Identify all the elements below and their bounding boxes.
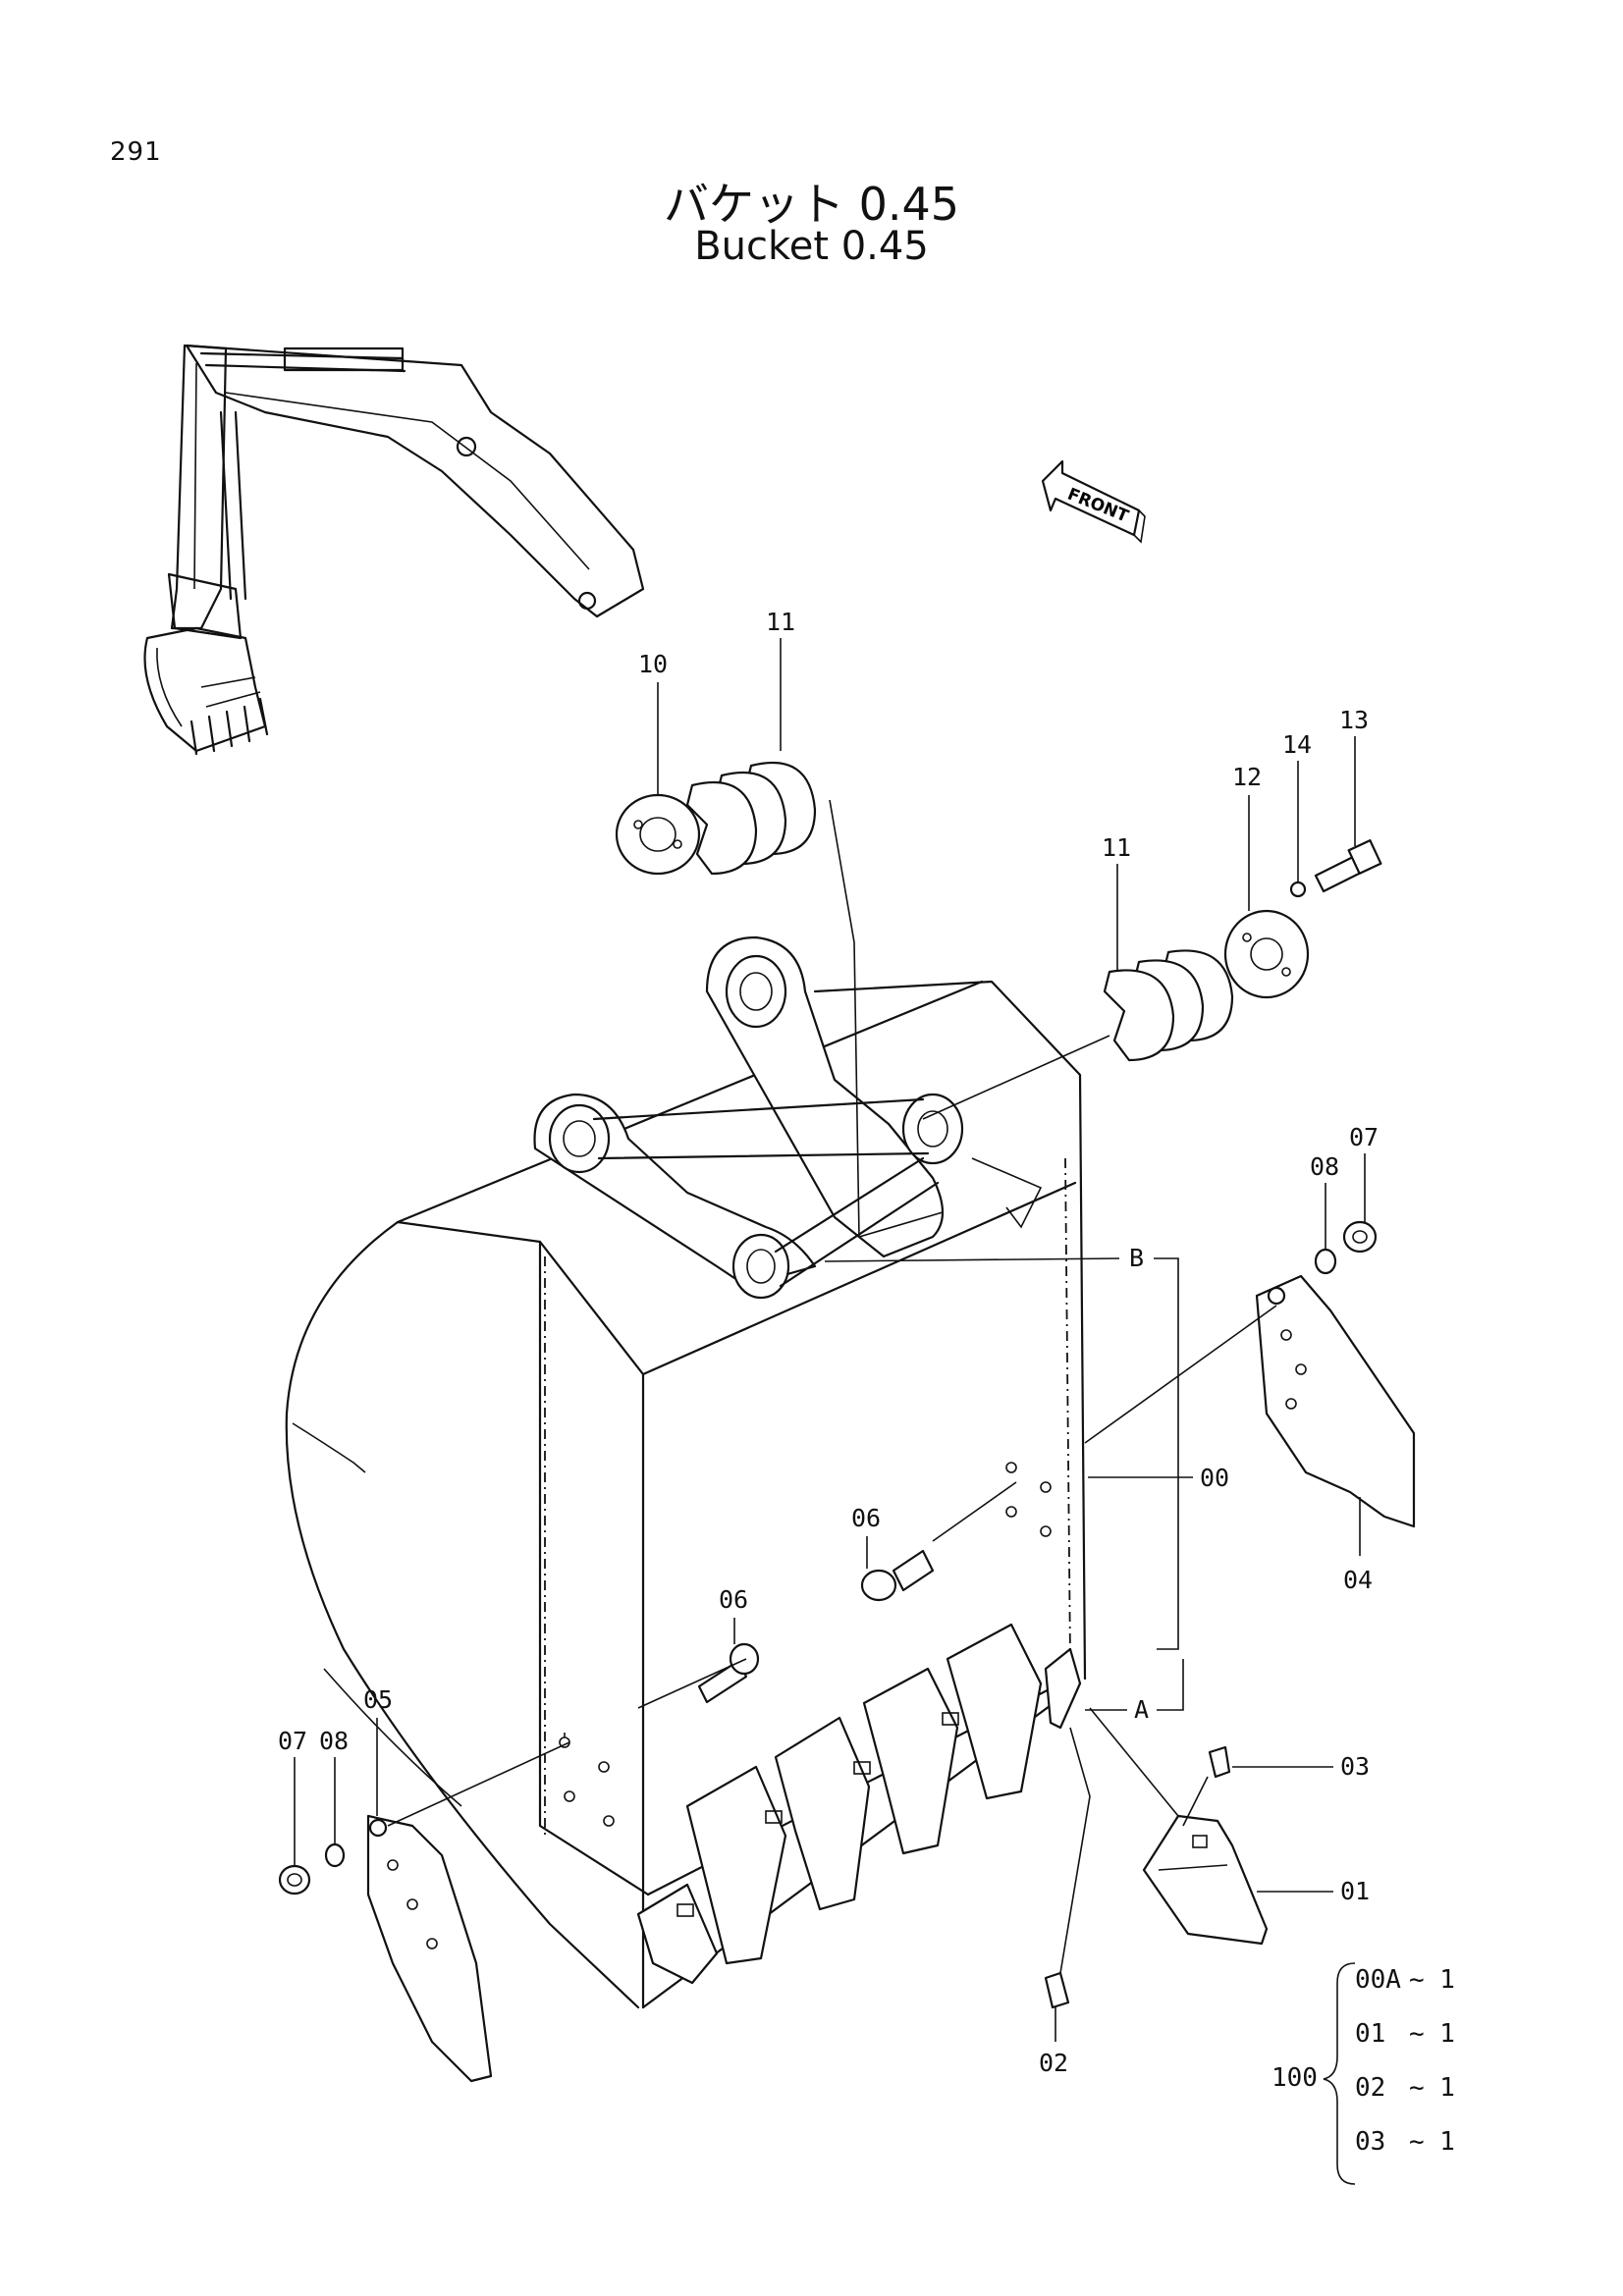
callout-13: 13 <box>1339 706 1369 734</box>
parts-set-item-4-part: 03 <box>1355 2127 1385 2157</box>
callout-03: 03 <box>1340 1752 1370 1781</box>
callout-07-right: 07 <box>1349 1123 1379 1151</box>
assembly-lines <box>387 799 1277 1974</box>
part-07-nut-left <box>278 1864 311 1896</box>
callout-07-left: 07 <box>278 1727 307 1755</box>
parts-set-item-1-part: 00A <box>1355 1965 1401 1995</box>
part-08-washer-right <box>1314 1248 1337 1275</box>
callout-05: 05 <box>363 1685 393 1714</box>
callout-11-lower: 11 <box>1102 833 1131 862</box>
part-05-side-cutter <box>366 1814 493 2083</box>
callout-01: 01 <box>1340 1877 1370 1905</box>
part-07-nut-right <box>1342 1220 1378 1254</box>
excavator-arm-inset <box>143 344 645 756</box>
parts-set-item-3-part: 02 <box>1355 2073 1385 2103</box>
part-10-thrust-washer <box>615 793 701 876</box>
parts-set-item-1-qty: ~ 1 <box>1409 1965 1455 1995</box>
callout-14: 14 <box>1282 730 1312 759</box>
part-06-bolt-left <box>697 1642 760 1704</box>
part-03-tooth-pin <box>1208 1745 1231 1779</box>
callout-08-left: 08 <box>319 1727 349 1755</box>
callout-10: 10 <box>638 650 668 678</box>
callout-06-right: 06 <box>851 1504 881 1532</box>
page-number: 291 <box>110 137 162 167</box>
callout-06-left: 06 <box>719 1585 748 1614</box>
callout-leaders <box>294 638 1366 2042</box>
part-14-spring-washer <box>1289 881 1307 898</box>
front-direction-arrow: FRONT <box>1041 459 1146 544</box>
reference-b: B <box>1129 1244 1144 1272</box>
reference-a: A <box>1134 1695 1149 1724</box>
callout-08-right: 08 <box>1310 1152 1339 1181</box>
callout-11-upper: 11 <box>766 608 795 636</box>
part-04-side-cutter <box>1255 1274 1416 1528</box>
parts-set-legend: 100 00A ~ 1 01 ~ 1 02 ~ 1 03 ~ 1 <box>1271 1962 1455 2185</box>
bucket-body <box>285 935 1087 2009</box>
parts-set-item-4-qty: ~ 1 <box>1409 2127 1455 2157</box>
part-01-bucket-tooth <box>1142 1814 1269 1946</box>
parts-set-item-3-qty: ~ 1 <box>1409 2073 1455 2103</box>
part-11-shims-upper <box>685 761 817 876</box>
part-08-washer-left <box>324 1842 346 1868</box>
callout-02: 02 <box>1039 2049 1068 2077</box>
part-11-shims-lower <box>1103 949 1234 1062</box>
callout-labels: 10 11 11 12 14 13 07 08 00 04 06 06 05 0… <box>278 608 1379 2077</box>
parts-set-number: 100 <box>1271 2063 1318 2093</box>
title-japanese: バケット 0.45 <box>663 178 960 231</box>
parts-set-item-2-part: 01 <box>1355 2019 1385 2049</box>
callout-00: 00 <box>1200 1464 1229 1492</box>
callout-04: 04 <box>1343 1566 1373 1594</box>
callout-12: 12 <box>1232 763 1262 791</box>
parts-set-item-2-qty: ~ 1 <box>1409 2019 1455 2049</box>
title-english: Bucket 0.45 <box>694 224 929 269</box>
part-12-retainer-plate <box>1223 909 1310 999</box>
part-02-lock <box>1044 1971 1070 2009</box>
part-06-bolt-right <box>860 1549 935 1602</box>
part-13-bolt <box>1314 839 1382 893</box>
